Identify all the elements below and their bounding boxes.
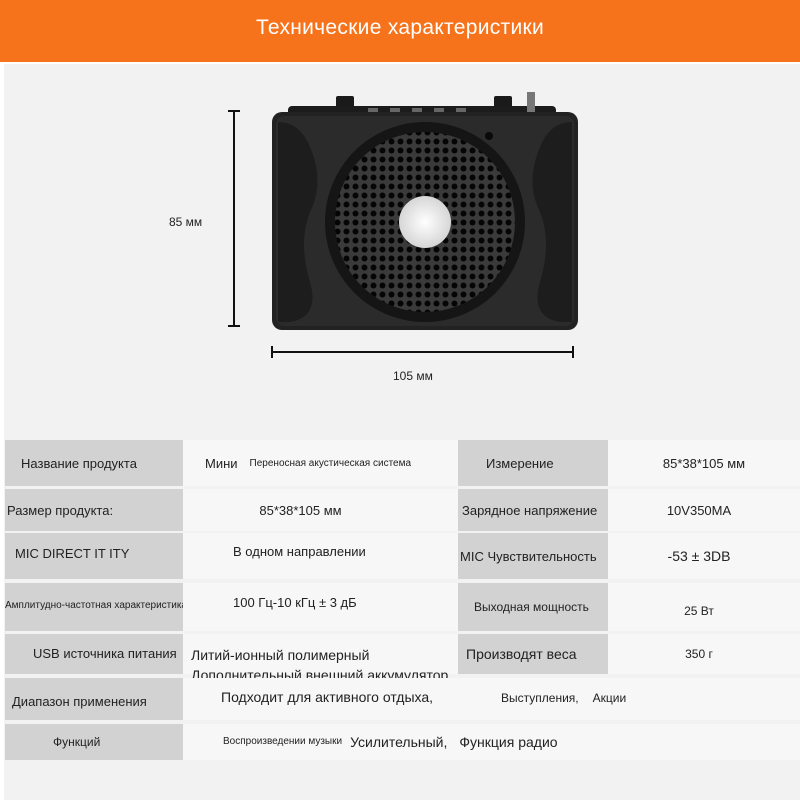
- spec-value-functions: Воспроизведении музыки Усилительный, Фун…: [183, 724, 800, 760]
- width-label: 105 мм: [393, 369, 433, 383]
- height-dimension-line: [233, 110, 235, 326]
- spec-value-usb-power: Литий-ионный полимерный Дополнительный в…: [183, 634, 458, 703]
- width-dimension-cap-right: [572, 346, 574, 358]
- width-dimension-cap-left: [271, 346, 273, 358]
- height-dimension-cap-bottom: [228, 325, 240, 327]
- spec-row-5: USB источника питания Литий-ионный полим…: [0, 634, 800, 703]
- spec-row-7: Функций Воспроизведении музыки Усилитель…: [0, 724, 800, 760]
- spec-value-frequency-response: 100 Гц-10 кГц ± 3 дБ: [183, 583, 458, 631]
- spec-value-measurement: 85*38*105 мм: [608, 440, 800, 486]
- header-banner: Технические характеристики: [0, 0, 800, 62]
- spec-label-frequency-response: Амплитудно-частотная характеристика: [5, 583, 187, 631]
- spec-row-2: Размер продукта: 85*38*105 мм Зарядное н…: [0, 489, 800, 531]
- spec-value-mic-directivity: В одном направлении: [183, 533, 458, 579]
- height-label: 85 мм: [169, 215, 203, 229]
- spec-label-measurement: Измерение: [458, 440, 608, 486]
- spec-value-application-range: Подходит для активного отдыха, Выступлен…: [183, 678, 800, 720]
- speaker-product-image: [272, 92, 578, 330]
- spec-row-6: Диапазон применения Подходит для активно…: [0, 678, 800, 720]
- spec-label-mic-directivity: MIC DIRECT IT ITY: [5, 533, 183, 579]
- product-image-area: 85 мм 105 мм: [169, 92, 578, 383]
- width-dimension-line: [272, 351, 574, 353]
- spec-label-charging-voltage: Зарядное напряжение: [458, 489, 608, 531]
- spec-label-product-size: Размер продукта:: [5, 489, 183, 531]
- spec-value-mic-sensitivity: -53 ± 3DB: [608, 533, 800, 579]
- spec-label-mic-sensitivity: MIC Чувствительность: [458, 533, 608, 579]
- page-title: Технические характеристики: [255, 16, 544, 39]
- spec-row-3: MIC DIRECT IT ITY В одном направлении MI…: [0, 533, 800, 579]
- spec-value-product-size: 85*38*105 мм: [183, 489, 458, 531]
- spec-label-product-name: Название продукта: [5, 440, 183, 486]
- spec-label-weight: Производят веса: [458, 634, 608, 674]
- spec-row-4: Амплитудно-частотная характеристика 100 …: [0, 583, 800, 631]
- spec-value-charging-voltage: 10V350MA: [608, 489, 800, 531]
- spec-label-application-range: Диапазон применения: [5, 678, 183, 720]
- spec-label-output-power: Выходная мощность: [458, 583, 608, 631]
- spec-row-1: Название продукта Мини Переносная акусти…: [0, 440, 800, 486]
- spec-label-usb-power: USB источника питания: [5, 634, 183, 674]
- height-dimension-cap-top: [228, 110, 240, 112]
- spec-value-output-power: 25 Вт: [608, 583, 800, 631]
- spec-value-product-name: Мини Переносная акустическая система: [183, 440, 458, 486]
- spec-label-functions: Функций: [5, 724, 183, 760]
- spec-value-weight: 350 г: [608, 634, 800, 674]
